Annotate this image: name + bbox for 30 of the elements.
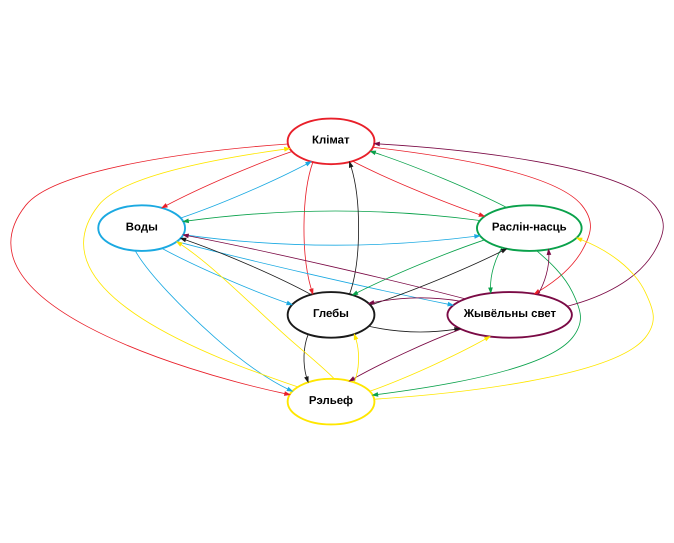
arrow [182,210,480,224]
arrow [374,238,654,400]
arrow [11,144,291,396]
arrow [351,240,485,296]
arrow [180,238,312,295]
arrow [176,241,454,306]
arrow [368,326,462,332]
arrow [371,250,581,397]
arrow [369,336,491,392]
arrow [180,161,312,218]
arrow [538,248,552,295]
arrow [372,146,591,294]
arrow [488,247,502,294]
arrow [176,241,335,380]
arrow [369,150,508,208]
arrow [348,328,462,382]
arrow [160,151,292,208]
arrow [304,334,309,384]
arrow [134,250,294,392]
arrow [352,160,486,217]
arrow [349,160,359,294]
arrow [370,248,508,306]
arrow [368,297,460,305]
arrow [373,142,664,307]
arrow [162,248,294,306]
arrow [354,333,359,383]
arrow [182,234,482,246]
arrow [182,234,466,300]
arrow [83,146,298,388]
arrow [304,162,314,296]
